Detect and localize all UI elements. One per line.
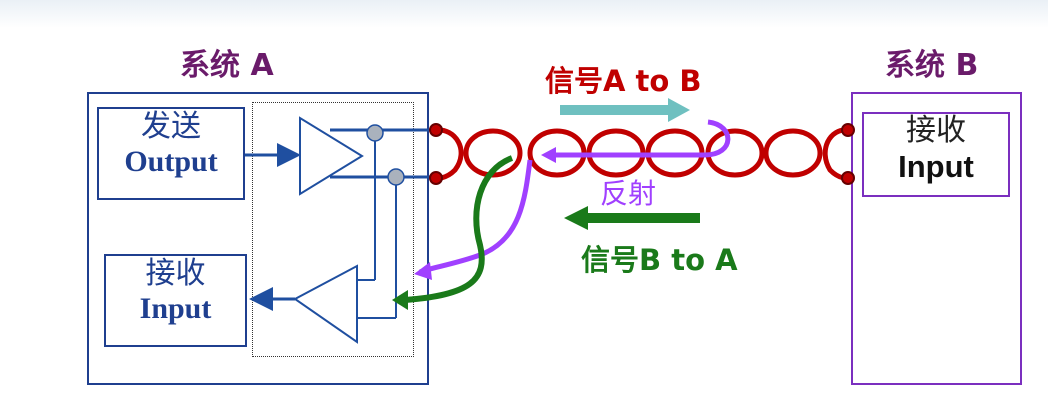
transmit-label-en: Output <box>124 144 218 178</box>
reflection-path <box>555 119 731 158</box>
receive-block-a-label: 接收 Input <box>104 256 247 326</box>
driver-triangle <box>299 116 364 196</box>
signal-b-to-a-path <box>404 155 514 303</box>
header-band <box>0 0 1048 28</box>
signal-b-to-a-arrow-head <box>564 206 588 230</box>
transmit-block-label: 发送 Output <box>97 109 245 179</box>
reflection-label: 反射 <box>600 177 657 210</box>
connector-a-top <box>429 123 443 137</box>
receive-b-label-en: Input <box>898 148 974 184</box>
signal-b-to-a-label: 信号B to A <box>581 243 738 277</box>
signal-b-to-a-arrow-head-2 <box>392 290 408 310</box>
receiver-triangle <box>293 264 358 344</box>
receive-b-label-cn: 接收 <box>906 113 966 148</box>
transceiver-region <box>252 102 414 357</box>
tap-node-1 <box>366 124 384 142</box>
system-a-title: 系统 A <box>180 48 274 83</box>
receive-a-label-cn: 接收 <box>145 256 206 291</box>
receive-a-label-en: Input <box>139 291 212 325</box>
receive-block-a <box>104 254 247 347</box>
reflection-path-down <box>419 159 533 275</box>
transmit-label-cn: 发送 <box>141 109 201 144</box>
reflection-arrow-head-2 <box>414 262 432 280</box>
system-b-title: 系统 B <box>885 48 979 83</box>
connector-b-top <box>841 123 855 137</box>
connector-a-bottom <box>429 171 443 185</box>
reflection-arrow-head <box>541 147 556 163</box>
receive-block-b-label: 接收 Input <box>862 113 1010 184</box>
connector-b-bottom <box>841 171 855 185</box>
tap-node-2 <box>387 168 405 186</box>
system-b-box <box>851 92 1022 385</box>
system-a-box <box>87 92 429 385</box>
signal-a-to-b-arrow-head <box>668 98 690 122</box>
signal-a-to-b-label: 信号A to B <box>545 64 702 98</box>
receive-block-b <box>862 112 1010 197</box>
transmit-block <box>97 107 245 200</box>
